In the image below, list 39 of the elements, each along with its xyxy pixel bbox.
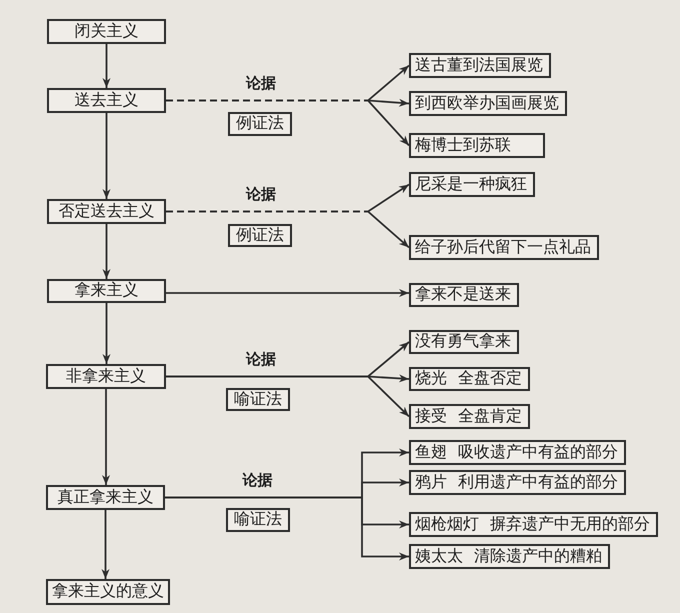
arrow (166, 376, 410, 418)
example-box: 尼采是一种疯狂 (409, 172, 535, 197)
arrow (102, 113, 110, 199)
arrow (165, 496, 409, 560)
concept-box: 闭关主义 (47, 19, 166, 44)
example-box: 烧光 全盘否定 (409, 367, 530, 391)
concept-box: 否定送去主义 (47, 199, 166, 224)
example-box: 接受 全盘肯定 (409, 404, 530, 429)
arrow (166, 289, 409, 297)
concept-box: 拿来主义 (47, 279, 166, 303)
example-box: 烟枪烟灯 摒弃遗产中无用的部分 (409, 512, 658, 537)
method-box: 喻证法 (226, 508, 290, 532)
arrow (102, 44, 110, 88)
example-box: 到西欧举办国画展览 (409, 91, 567, 116)
edge-label: 论据 (240, 472, 275, 490)
example-box: 给子孙后代留下一点礼品 (409, 235, 599, 260)
edge-label: 论据 (244, 76, 278, 92)
method-box: 喻证法 (226, 388, 290, 411)
example-box: 鸦片 利用遗产中有益的部分 (409, 470, 626, 495)
edge-label: 论据 (244, 186, 278, 204)
example-box: 鱼翅 吸收遗产中有益的部分 (409, 440, 626, 465)
method-box: 例证法 (228, 112, 292, 136)
edge-label: 论据 (244, 352, 278, 368)
concept-box: 非拿来主义 (46, 364, 166, 389)
arrow (102, 510, 110, 579)
arrow (102, 224, 110, 279)
arrow (102, 303, 110, 364)
dashed-arrow (166, 210, 410, 248)
arrow (102, 389, 110, 485)
concept-box: 拿来主义的意义 (46, 579, 170, 605)
example-box: 姨太太 清除遗产中的糟粕 (409, 544, 610, 569)
dashed-arrow (166, 100, 410, 146)
example-box: 拿来不是送来 (409, 283, 519, 307)
concept-box: 真正拿来主义 (46, 485, 165, 510)
example-box: 送古董到法国展览 (409, 53, 551, 78)
method-box: 例证法 (228, 224, 292, 247)
example-box: 没有勇气拿来 (409, 330, 519, 354)
concept-box: 送去主义 (47, 88, 166, 113)
example-box: 梅博士到苏联 (409, 133, 545, 158)
